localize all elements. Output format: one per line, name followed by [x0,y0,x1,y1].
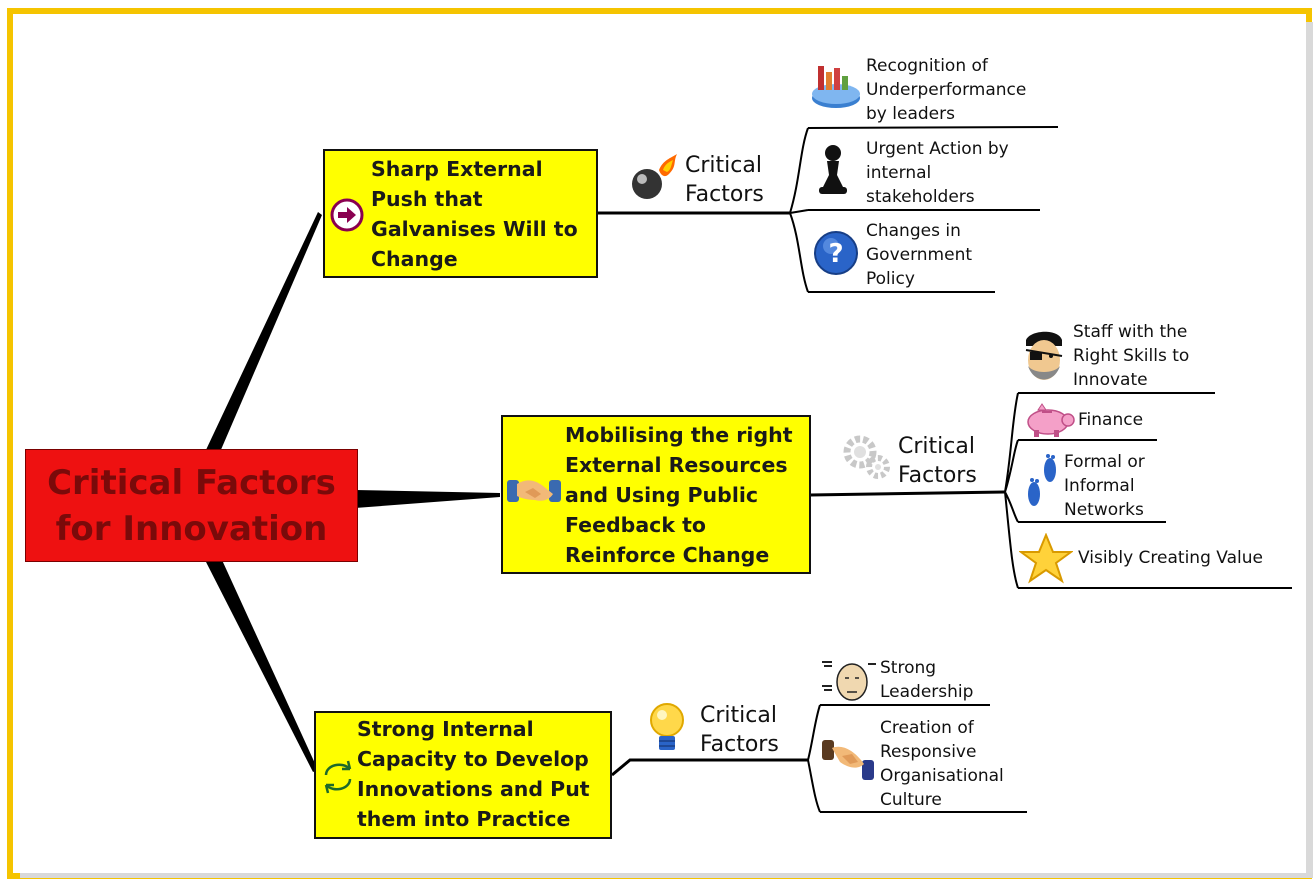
branch-text-3: Strong Internal Capacity to Develop Inno… [357,717,590,831]
branch3-fan [807,704,821,813]
root-connector-3 [205,560,318,772]
root-connector-2 [355,490,500,508]
chart-icon [812,66,860,108]
handshake-icon [822,740,874,780]
branch-text-2: Mobilising the right External Resources … [565,423,793,567]
question-icon: ? [814,231,858,275]
leaf-text-3: Changes in Government Policy [866,221,973,289]
footprints-icon [1028,454,1056,506]
gears-icon [843,435,890,479]
leaf-line-1 [807,126,1059,129]
critical-factors-label-1: Critical Factors [685,153,764,207]
branch-node-3[interactable] [314,711,612,839]
leaf-text-2: Urgent Action by internal stakeholders [866,139,1009,207]
handshake-icon [507,480,561,502]
piggy-bank-icon [1027,403,1075,437]
frame-shadow [1306,22,1313,876]
branch-node-1[interactable] [323,149,598,278]
leaf-text-5: Finance [1078,410,1144,430]
root-node[interactable]: Critical Factors for Innovation [25,449,358,562]
leaf-text-8: Strong Leadership [880,658,974,702]
branch2-fan [1004,392,1019,589]
branch1-fan [789,127,809,293]
leaf-text-1: Recognition of Underperformance by leade… [866,56,1027,124]
branch3-line [611,758,808,777]
branch2-line [809,490,1006,497]
leaf-text-7: Visibly Creating Value [1078,548,1263,568]
svg-text:?: ? [828,239,843,269]
flame-sphere-icon [632,154,677,199]
root-title: Critical Factors for Innovation [47,462,336,549]
lightbulb-icon [650,703,684,750]
critical-factors-label-3: Critical Factors [700,703,779,757]
star-icon [1019,533,1073,584]
branch-text-1: Sharp External Push that Galvanises Will… [371,157,578,271]
leaf-text-6: Formal or Informal Networks [1064,452,1145,520]
chess-pawn-icon [819,145,847,194]
critical-factors-label-2: Critical Factors [898,434,977,488]
pirate-icon [1025,331,1063,380]
root-connector-1 [205,212,322,452]
thinking-face-icon [822,661,876,701]
cycle-arrows-icon [324,760,352,794]
leaf-text-4: Staff with the Right Skills to Innovate [1073,322,1190,390]
leaf-text-9: Creation of Responsive Organisational Cu… [880,718,1004,810]
frame-shadow-bottom [20,873,1313,878]
arrow-circle-icon [330,198,364,232]
branch-node-2[interactable] [501,415,811,574]
